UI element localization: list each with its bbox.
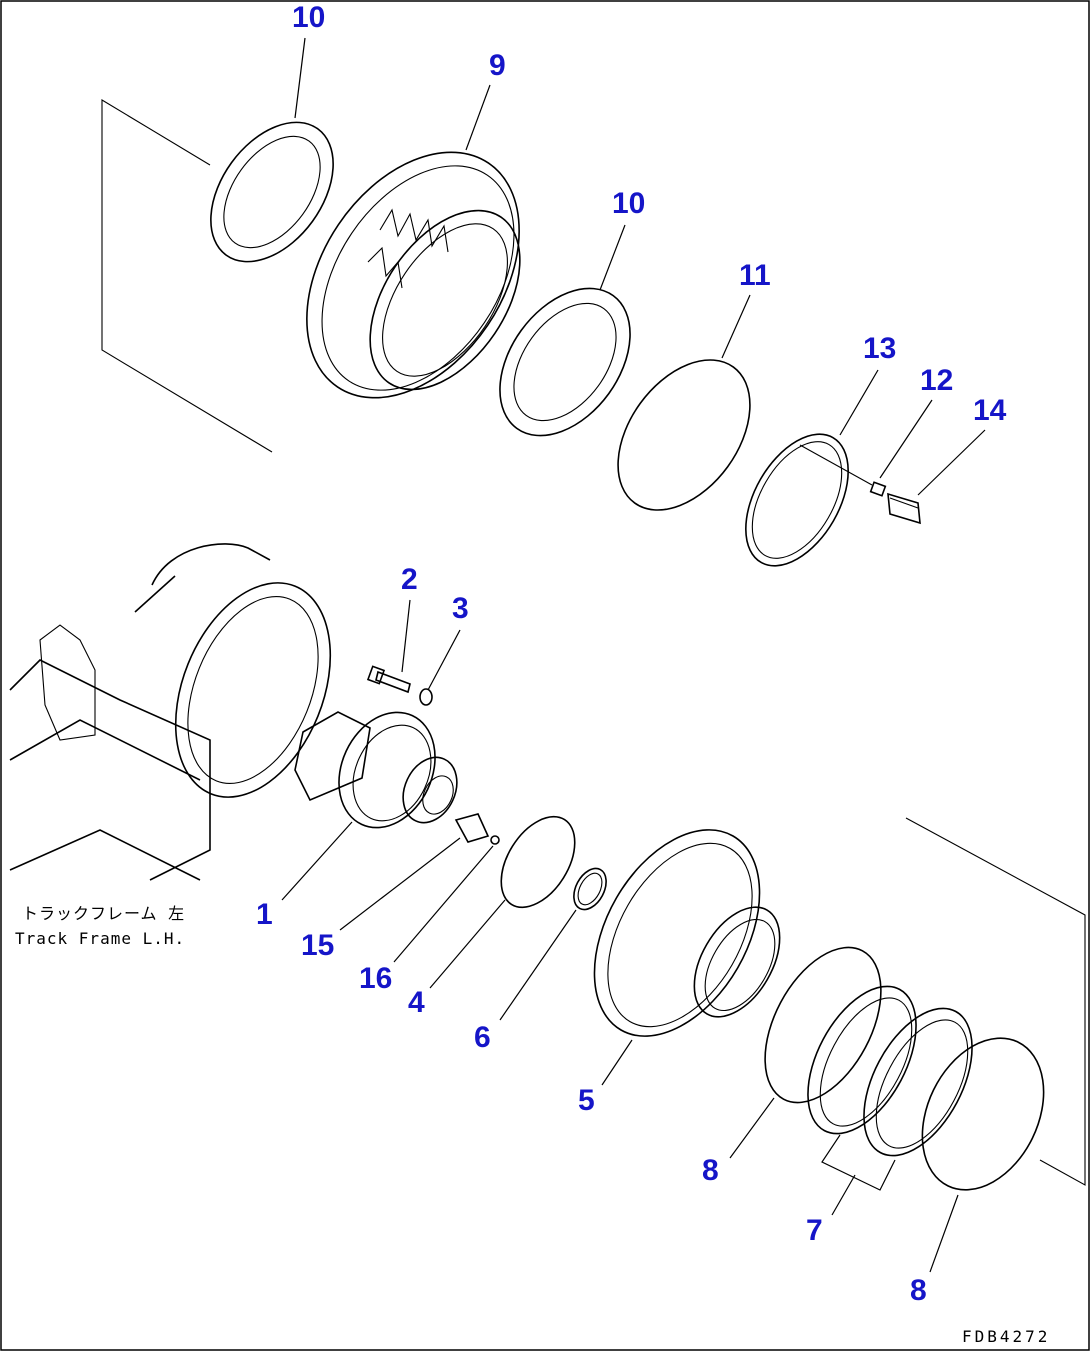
part-10-ring-upper	[210, 121, 334, 263]
upper-reference-plane	[101, 99, 273, 453]
part-7-floating-seal	[807, 985, 973, 1191]
callout-1: 1	[256, 898, 273, 931]
callout-labels: 10 9 10 11 13 12 14 2 3 1 15 16 4 6 5 8 …	[256, 1, 1007, 1307]
callout-10-upper: 10	[292, 1, 325, 34]
final-drive-housing	[9, 543, 332, 881]
part-11-o-ring	[617, 359, 751, 511]
callout-15: 15	[301, 929, 334, 962]
callout-8-left: 8	[702, 1154, 719, 1187]
frame-label-english: Track Frame L.H.	[15, 929, 185, 948]
part-13-retainer-ring	[745, 433, 873, 567]
drawing-code: FDB4272	[962, 1327, 1050, 1346]
callout-4: 4	[408, 986, 425, 1019]
callout-16: 16	[359, 962, 392, 995]
callout-9: 9	[489, 49, 506, 82]
callout-14: 14	[973, 394, 1007, 427]
callout-2: 2	[401, 563, 418, 596]
callout-12: 12	[920, 364, 953, 397]
part-8-o-ring-left	[764, 946, 882, 1104]
part-5-hub	[593, 829, 781, 1037]
callout-5: 5	[578, 1084, 595, 1117]
part-4-o-ring	[500, 815, 576, 909]
frame-label-japanese: トラックフレーム 左	[22, 904, 185, 923]
part-16-pin	[490, 835, 500, 845]
callout-6: 6	[474, 1021, 491, 1054]
part-14-bolt	[887, 492, 921, 525]
callout-7: 7	[806, 1214, 823, 1247]
part-6-snap-ring	[573, 867, 607, 911]
part-1-travel-motor	[294, 711, 458, 829]
part-12-washer	[869, 481, 887, 497]
part-2-bolt	[366, 665, 411, 694]
callout-11: 11	[739, 259, 771, 292]
part-10-ring-middle	[499, 287, 631, 437]
callout-10-middle: 10	[612, 187, 645, 220]
callout-3: 3	[452, 592, 469, 625]
part-8-o-ring-right	[921, 1037, 1045, 1191]
lower-reference-plane	[905, 817, 1086, 1186]
part-3-washer	[419, 688, 433, 706]
callout-13: 13	[863, 332, 896, 365]
callout-8-right: 8	[910, 1274, 927, 1307]
part-9-sprocket	[306, 151, 521, 399]
part-15-coupling	[454, 813, 490, 843]
leader-lines	[281, 37, 986, 1273]
